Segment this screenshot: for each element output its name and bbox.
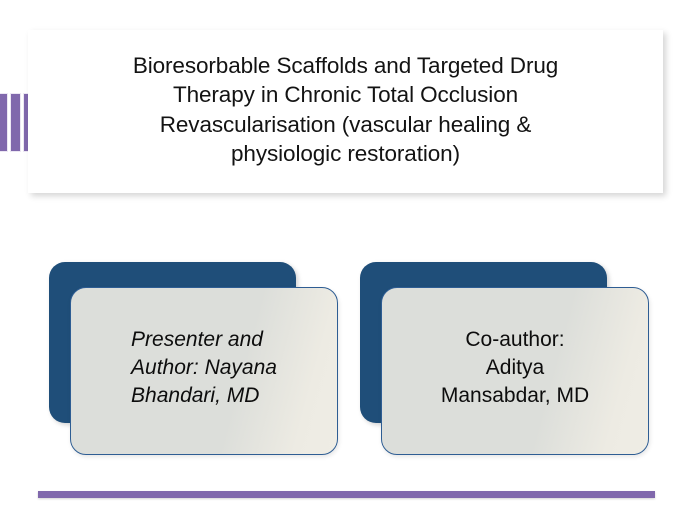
bottom-divider: [38, 491, 655, 498]
accent-bar-1: [0, 94, 7, 151]
coauthor-card-front: Co-author: Aditya Mansabdar, MD: [381, 287, 649, 455]
presenter-card-group: Presenter and Author: Nayana Bhandari, M…: [49, 262, 341, 458]
accent-bar-2: [11, 94, 20, 151]
slide-title: Bioresorbable Scaffolds and Targeted Dru…: [132, 53, 559, 166]
coauthor-name-text: Co-author: Aditya Mansabdar, MD: [440, 327, 590, 408]
presenter-name-text: Presenter and Author: Nayana Bhandari, M…: [131, 327, 277, 408]
title-card: Bioresorbable Scaffolds and Targeted Dru…: [28, 30, 663, 193]
coauthor-card-group: Co-author: Aditya Mansabdar, MD: [360, 262, 652, 458]
presenter-card-front: Presenter and Author: Nayana Bhandari, M…: [70, 287, 338, 455]
